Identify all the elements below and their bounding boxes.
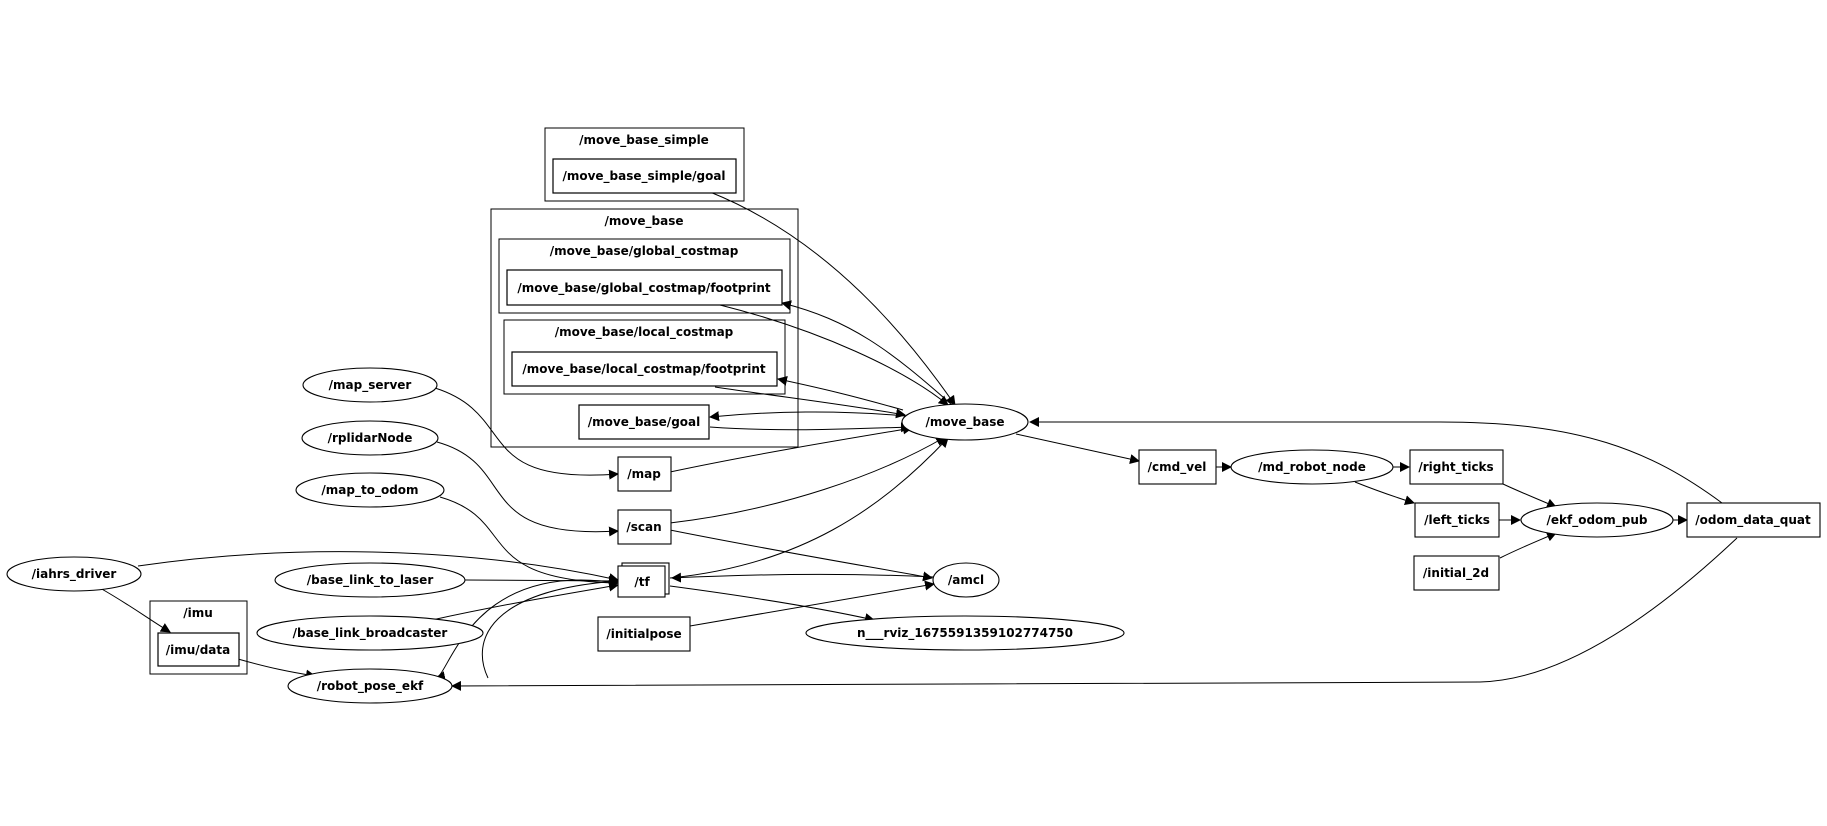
topic-label: /left_ticks — [1424, 513, 1490, 528]
clusters: /move_base_simple /move_base /move_base/… — [149, 127, 799, 675]
edge-map-to-move-base — [669, 424, 913, 473]
node-label: /iahrs_driver — [32, 567, 117, 582]
edge-tf-to-robot-pose-ekf — [435, 579, 619, 681]
node-label: /amcl — [948, 573, 984, 587]
edge-map-to-odom-to-tf — [439, 496, 619, 588]
edge-move-base-simple-goal-to-move-base — [709, 191, 956, 406]
node-label: /rplidarNode — [328, 431, 413, 445]
edge-move-base-to-goal — [709, 411, 906, 422]
cluster-global-costmap: /move_base/global_costmap — [498, 238, 791, 314]
topic-initial-2d[interactable]: /initial_2d — [1413, 555, 1500, 591]
edge-amcl-to-tf — [671, 572, 935, 583]
edge-move-base-to-local-footprint — [777, 375, 904, 411]
topic-label: /move_base/local_costmap/footprint — [522, 362, 766, 377]
topic-label: /right_ticks — [1418, 460, 1493, 475]
edge-tf-to-rviz — [669, 585, 875, 623]
node-base-link-broadcaster[interactable]: /base_link_broadcaster — [256, 615, 484, 651]
edge-move-base-to-cmd-vel — [1015, 433, 1140, 464]
edge-right-ticks-to-ekf-odom-pub — [1502, 483, 1557, 508]
edge-odom-data-quat-to-robot-pose-ekf — [451, 537, 1738, 691]
edge-local-footprint-to-move-base — [714, 386, 906, 419]
edge-scan-to-move-base — [669, 436, 946, 524]
node-label: /base_link_to_laser — [307, 573, 434, 588]
topic-map[interactable]: /map — [617, 456, 672, 492]
node-map-to-odom[interactable]: /map_to_odom — [295, 472, 445, 508]
node-md-robot-node[interactable]: /md_robot_node — [1230, 449, 1394, 485]
topic-label: /map — [627, 467, 661, 481]
cluster-label-global-costmap: /move_base/global_costmap — [550, 244, 739, 259]
node-label: /move_base — [925, 415, 1004, 430]
topic-label: /move_base/goal — [588, 415, 701, 430]
topic-scan[interactable]: /scan — [617, 509, 672, 545]
topic-label: /scan — [626, 520, 661, 534]
edge-iahrs-to-tf — [137, 551, 619, 583]
topic-move-base-goal[interactable]: /move_base/goal — [578, 404, 710, 440]
node-label: n___rviz_1675591359102774750 — [857, 626, 1073, 641]
edge-md-robot-node-to-left-ticks — [1354, 481, 1415, 506]
edge-odom-data-quat-to-move-base — [1029, 417, 1723, 504]
edge-iahrs-to-imu-data — [99, 587, 171, 633]
node-move-base[interactable]: /move_base — [901, 403, 1029, 441]
node-label: /base_link_broadcaster — [293, 626, 448, 641]
topic-label: /cmd_vel — [1148, 460, 1207, 475]
topic-odom-data-quat[interactable]: /odom_data_quat — [1686, 502, 1821, 538]
nodes: /map_server /rplidarNode /map_to_odom /i… — [6, 367, 1674, 704]
topic-label: /initialpose — [606, 627, 681, 641]
topic-label: /move_base_simple/goal — [562, 169, 725, 184]
edge-tf-to-move-base — [669, 437, 949, 579]
cluster-move-base-simple: /move_base_simple — [544, 127, 745, 202]
cluster-local-costmap: /move_base/local_costmap — [503, 319, 786, 395]
edge-rplidar-to-scan — [436, 441, 619, 537]
node-rviz[interactable]: n___rviz_1675591359102774750 — [805, 615, 1125, 651]
topic-label: /odom_data_quat — [1695, 513, 1811, 528]
cluster-label-imu: /imu — [183, 606, 213, 620]
topic-label: /move_base/global_costmap/footprint — [517, 281, 771, 296]
edge-base-link-broadcaster-to-tf — [431, 581, 619, 621]
node-rplidar[interactable]: /rplidarNode — [301, 420, 439, 456]
edge-imu-data-to-robot-pose-ekf — [237, 658, 316, 680]
topic-local-costmap-footprint[interactable]: /move_base/local_costmap/footprint — [511, 351, 778, 387]
cluster-label-move-base-simple: /move_base_simple — [579, 133, 709, 148]
node-label: /robot_pose_ekf — [317, 679, 424, 694]
edge-global-footprint-to-move-base — [719, 304, 949, 406]
edge-initial-2d-to-ekf-odom-pub — [1499, 532, 1557, 559]
node-ekf-odom-pub[interactable]: /ekf_odom_pub — [1520, 502, 1674, 538]
topic-tf[interactable]: /tf — [617, 562, 670, 598]
edge-map-server-to-map — [434, 387, 619, 480]
node-iahrs-driver[interactable]: /iahrs_driver — [6, 556, 142, 592]
node-amcl[interactable]: /amcl — [932, 562, 1000, 598]
topic-global-costmap-footprint[interactable]: /move_base/global_costmap/footprint — [506, 269, 783, 306]
topic-initialpose[interactable]: /initialpose — [597, 616, 691, 652]
node-map-server[interactable]: /map_server — [302, 367, 438, 403]
node-robot-pose-ekf[interactable]: /robot_pose_ekf — [287, 668, 453, 704]
topics: /move_base_simple/goal /move_base/global… — [157, 158, 1821, 667]
node-label: /ekf_odom_pub — [1546, 513, 1647, 528]
topic-right-ticks[interactable]: /right_ticks — [1409, 449, 1504, 485]
edge-base-link-to-laser-to-tf — [464, 575, 619, 586]
topic-imu-data[interactable]: /imu/data — [157, 632, 240, 667]
edge-goal-to-move-base — [709, 422, 911, 433]
topic-label: /imu/data — [166, 643, 230, 657]
node-label: /map_to_odom — [321, 483, 418, 498]
node-label: /map_server — [329, 378, 412, 393]
node-label: /md_robot_node — [1258, 460, 1366, 475]
cluster-imu: /imu — [149, 600, 248, 675]
topic-label: /initial_2d — [1423, 566, 1489, 581]
cluster-move-base: /move_base — [490, 208, 799, 448]
topic-left-ticks[interactable]: /left_ticks — [1414, 502, 1500, 538]
edges — [99, 191, 1738, 691]
cluster-label-local-costmap: /move_base/local_costmap — [555, 325, 734, 340]
edge-initialpose-to-amcl — [689, 580, 935, 627]
edge-scan-to-amcl — [669, 529, 933, 582]
cluster-label-move-base: /move_base — [604, 214, 683, 229]
topic-move-base-simple-goal[interactable]: /move_base_simple/goal — [552, 158, 737, 194]
edge-move-base-to-global-footprint — [781, 300, 953, 406]
edge-robot-pose-ekf-to-tf — [481, 576, 619, 679]
topic-label: /tf — [634, 575, 650, 589]
node-base-link-to-laser[interactable]: /base_link_to_laser — [274, 562, 466, 598]
topic-cmd-vel[interactable]: /cmd_vel — [1138, 449, 1217, 485]
